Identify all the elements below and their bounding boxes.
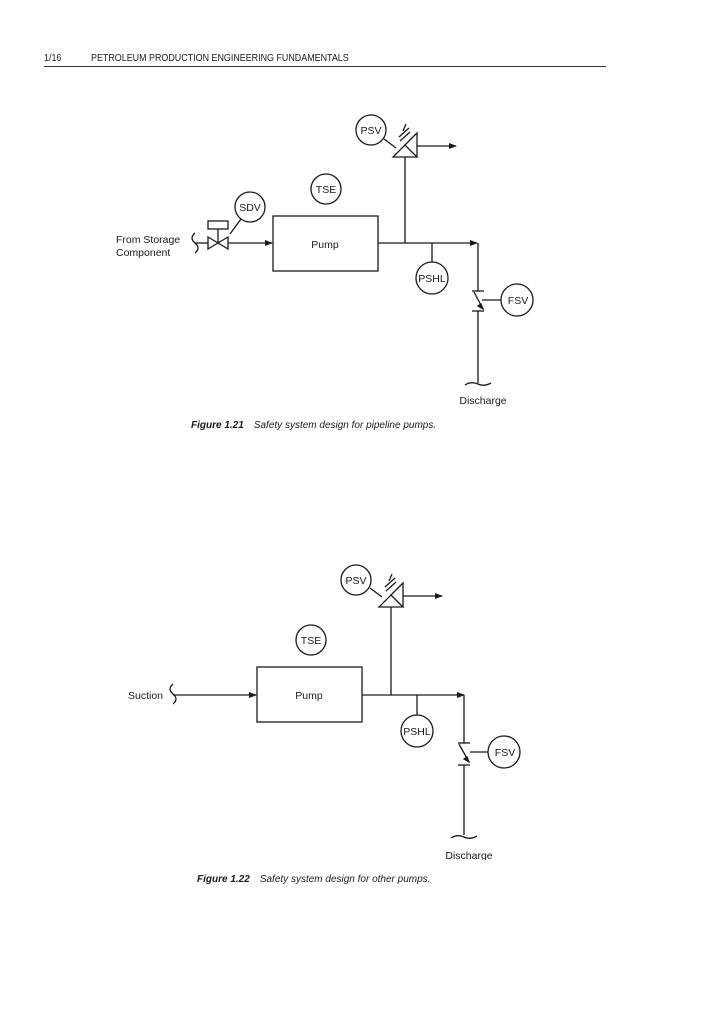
inlet-break-symbol xyxy=(169,683,177,705)
inlet-label-line2: Component xyxy=(116,247,170,259)
fsv-bubble xyxy=(487,735,521,769)
sdv-bubble xyxy=(234,191,266,223)
figure-1-22-diagram: PSV TSE PSHL FSV Pump Suction Discharge xyxy=(128,564,521,860)
caption-text: Safety system design for other pumps. xyxy=(259,874,431,885)
page-header: 1/16 PETROLEUM PRODUCTION ENGINEERING FU… xyxy=(44,52,606,67)
running-title: PETROLEUM PRODUCTION ENGINEERING FUNDAME… xyxy=(91,52,349,64)
pump-label: Pump xyxy=(311,239,339,251)
pump-label: Pump xyxy=(295,690,323,702)
psv-relief-valve-icon xyxy=(377,573,405,608)
figure-1-21-caption: Figure 1.21 Safety system design for pipe… xyxy=(191,420,436,431)
fsv-bubble xyxy=(500,283,534,317)
pshl-label: PSHL xyxy=(403,726,431,738)
caption-number: Figure 1.21 xyxy=(191,420,244,431)
caption-text: Safety system design for pipeline pumps. xyxy=(253,420,437,431)
outlet-label: Discharge xyxy=(445,850,492,860)
psv-bubble xyxy=(340,564,372,596)
psv-connector xyxy=(369,587,383,598)
psv-label: PSV xyxy=(345,575,366,587)
sdv-connector xyxy=(229,218,242,235)
psv-relief-valve-icon xyxy=(391,123,419,158)
page-number: 1/16 xyxy=(44,52,62,64)
pshl-bubble xyxy=(415,261,449,295)
caption-number: Figure 1.22 xyxy=(197,874,250,885)
fsv-check-valve-icon xyxy=(472,290,485,312)
figure-1-21-diagram: PSV TSE SDV PSHL FSV Pump From Storage C… xyxy=(116,114,534,407)
outlet-label: Discharge xyxy=(459,395,506,407)
tse-bubble xyxy=(310,173,342,205)
fsv-label: FSV xyxy=(508,295,528,307)
suction-label: Suction xyxy=(128,690,163,702)
outlet-break-symbol xyxy=(464,382,492,386)
pshl-bubble xyxy=(400,714,434,748)
tse-bubble xyxy=(295,624,327,656)
inlet-label-line1: From Storage xyxy=(116,234,180,246)
fsv-label: FSV xyxy=(495,747,515,759)
sdv-label: SDV xyxy=(239,202,261,214)
tse-label: TSE xyxy=(301,635,321,647)
outlet-break-symbol xyxy=(450,835,478,839)
figure-1-22-caption: Figure 1.22 Safety system design for othe… xyxy=(197,874,430,885)
psv-bubble xyxy=(355,114,387,146)
psv-connector xyxy=(383,138,397,149)
tse-label: TSE xyxy=(316,184,336,196)
fsv-check-valve-icon xyxy=(458,742,471,766)
pshl-label: PSHL xyxy=(418,273,446,285)
sdv-valve-icon xyxy=(207,220,229,251)
psv-label: PSV xyxy=(360,125,381,137)
